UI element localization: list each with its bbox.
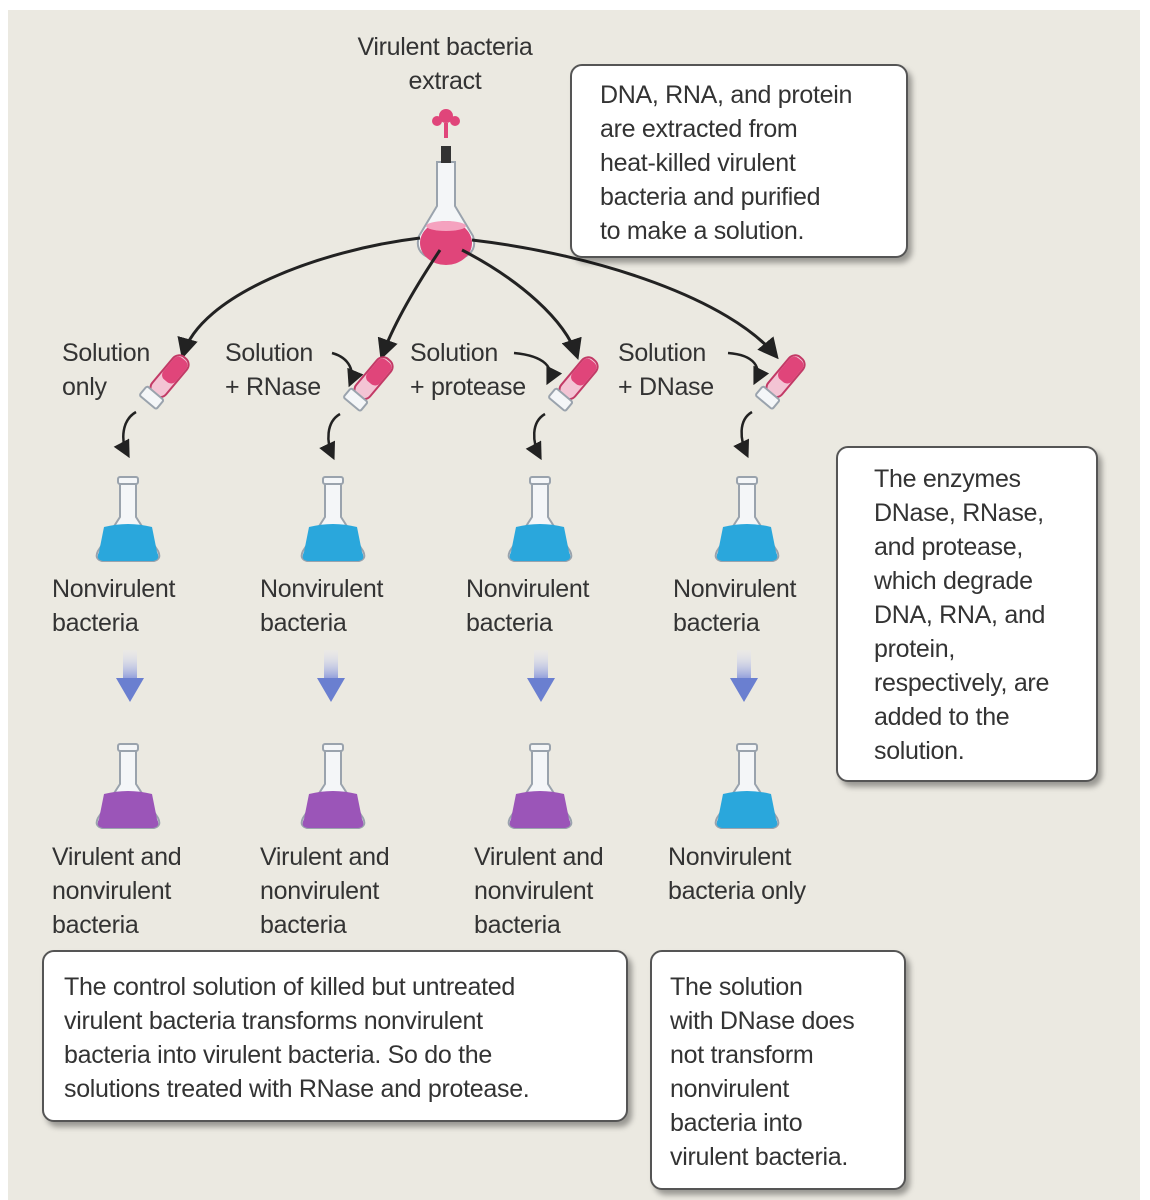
callout-line: bacteria into [670,1109,803,1137]
extract-drop-icon [439,109,453,123]
result-line: Virulent and [260,843,390,871]
initial-line: bacteria [466,609,553,637]
treatment-line: Solution [225,339,313,367]
callout-line: bacteria and purified [600,183,821,211]
callout-line: added to the [874,703,1010,731]
control-callout: The control solution of killed but untre… [42,950,628,1122]
initial-label-4: Nonvirulent bacteria [673,572,796,640]
result-line: Virulent and [474,843,604,871]
result-line: nonvirulent [474,877,594,905]
initial-line: Nonvirulent [466,575,590,603]
extract-title: Virulent bacteria extract [340,30,550,98]
result-label-1: Virulent and nonvirulent bacteria [52,840,182,942]
result-label-2: Virulent and nonvirulent bacteria [260,840,390,942]
tube-solution-protease [547,351,604,413]
initial-label-2: Nonvirulent bacteria [260,572,383,640]
treatment-line: Solution [62,339,150,367]
initial-label-3: Nonvirulent bacteria [466,572,589,640]
result-line: nonvirulent [260,877,380,905]
treatment-line: Solution [410,339,498,367]
initial-label-1: Nonvirulent bacteria [52,572,175,640]
callout-line: bacteria into virulent bacteria. So do t… [64,1041,492,1069]
treatment-label-solution-only: Solution only [62,336,150,404]
initial-line: Nonvirulent [52,575,176,603]
treatment-line: + protease [410,373,526,401]
callout-line: DNase, RNase, [874,499,1044,527]
callout-line: solution. [874,737,965,765]
treatment-line: + DNase [618,373,714,401]
result-line: bacteria [52,911,139,939]
result-line: bacteria [474,911,561,939]
tube-solution-dnase [754,349,811,411]
initial-line: bacteria [673,609,760,637]
callout-line: respectively, are [874,669,1050,697]
callout-line: to make a solution. [600,217,805,245]
label-pointers [331,351,770,388]
result-label-3: Virulent and nonvirulent bacteria [474,840,604,942]
callout-line: The solution [670,973,803,1001]
callout-line: not transform [670,1041,814,1069]
callout-line: are extracted from [600,115,798,143]
callout-line: heat-killed virulent [600,149,796,177]
result-line: Virulent and [52,843,182,871]
callout-line: with DNase does [670,1007,855,1035]
treatment-line: Solution [618,339,706,367]
distribution-arrows [177,236,779,360]
down-arrows [116,650,758,702]
arrow-to-solution-protease [461,248,582,360]
treatment-label-dnase: Solution + DNase [618,336,714,404]
extract-title-line-1: Virulent bacteria [357,33,533,61]
enzymes-callout: The enzymes DNase, RNase, and protease, … [836,446,1098,782]
callout-line: solutions treated with RNase and proteas… [64,1075,530,1103]
callout-line: virulent bacteria. [670,1143,849,1171]
initial-line: bacteria [52,609,139,637]
callout-line: virulent bacteria transforms nonvirulent [64,1007,483,1035]
flask-row-initial [95,476,780,562]
callout-line: The enzymes [874,465,1021,493]
callout-line: nonvirulent [670,1075,790,1103]
callout-line: DNA, RNA, and [874,601,1046,629]
arrow-to-solution-dnase [471,238,779,360]
result-line: bacteria only [668,877,806,905]
result-line: nonvirulent [52,877,172,905]
initial-line: Nonvirulent [260,575,384,603]
treatment-label-rnase: Solution + RNase [225,336,321,404]
extraction-callout: DNA, RNA, and protein are extracted from… [570,64,908,258]
flask-row-result [95,743,780,829]
drip-arrows [113,410,753,461]
treatment-label-protease: Solution + protease [410,336,526,404]
initial-line: bacteria [260,609,347,637]
extract-flask [416,109,476,265]
arrow-to-solution-rnase [377,249,442,360]
arrow-to-solution-only [177,236,421,360]
callout-line: DNA, RNA, and protein [600,81,853,109]
initial-line: Nonvirulent [673,575,797,603]
treatment-line: + RNase [225,373,321,401]
result-label-4: Nonvirulent bacteria only [668,840,806,908]
callout-line: which degrade [874,567,1033,595]
result-line: bacteria [260,911,347,939]
treatment-line: only [62,373,107,401]
result-line: Nonvirulent [668,843,792,871]
callout-line: and protease, [874,533,1023,561]
callout-line: protein, [874,635,955,663]
callout-line: The control solution of killed but untre… [64,973,515,1001]
extract-title-line-2: extract [408,67,482,95]
dnase-callout: The solution with DNase does not transfo… [650,950,906,1190]
